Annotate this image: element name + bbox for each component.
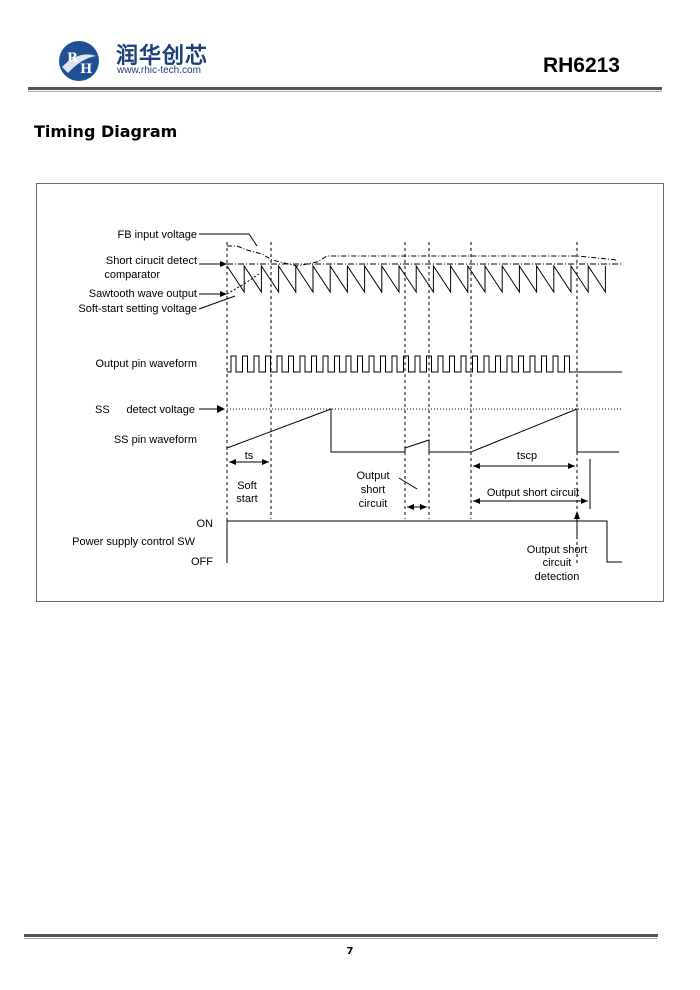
osc-long-arrow-right <box>581 498 588 504</box>
footer-rule <box>24 934 658 937</box>
company-logo: R H <box>59 41 99 81</box>
ss-detect-leader-arrow <box>217 405 225 413</box>
label-tscp: tscp <box>517 450 537 462</box>
label-off: OFF <box>191 556 213 568</box>
label-osc-2: short <box>361 484 385 496</box>
ts-arrow-left <box>229 459 236 465</box>
label-det-3: detection <box>535 571 580 583</box>
label-on: ON <box>197 518 214 530</box>
label-soft-1: Soft <box>237 480 257 492</box>
osc-long-arrow-left <box>473 498 480 504</box>
label-soft-2: start <box>236 493 257 505</box>
logo-letter-h: H <box>80 62 92 77</box>
page-number: 7 <box>346 946 354 957</box>
detection-arrow <box>574 511 580 519</box>
softstart-leader <box>198 295 236 310</box>
softstart-trace <box>226 273 260 295</box>
label-short-det-1: Short cirucit detect <box>106 255 197 267</box>
label-short-det-2: comparator <box>104 269 160 281</box>
osc-leader <box>398 477 418 490</box>
ts-arrow-right <box>262 459 269 465</box>
sawtooth-trace <box>226 264 606 294</box>
timing-diagram-figure: FB input voltage Short cirucit detect co… <box>36 183 664 602</box>
sawtooth-leader-arrow <box>220 291 227 297</box>
label-osc-1: Output <box>356 470 389 482</box>
fb-leader-2 <box>248 233 258 247</box>
output-pin-trace <box>227 355 622 373</box>
osc-short-arrow-left <box>407 504 414 510</box>
osc-short-arrow-right <box>420 504 427 510</box>
brand-url: www.rhic-tech.com <box>117 65 201 76</box>
label-power-sw: Power supply control SW <box>72 536 195 548</box>
footer-rule-thin <box>24 938 658 939</box>
label-ss-pin: SS pin waveform <box>114 434 197 446</box>
comparator-leader-arrow <box>220 261 227 267</box>
logo-letter-r: R <box>67 51 78 66</box>
label-output-pin: Output pin waveform <box>96 358 198 370</box>
header-rule <box>28 87 662 90</box>
tscp-arrow-right <box>568 463 575 469</box>
label-osc-long: Output short circuit <box>487 487 579 499</box>
section-title: Timing Diagram <box>34 122 178 141</box>
model-number: RH6213 <box>542 54 620 77</box>
label-ss-b: detect voltage <box>127 404 196 416</box>
brand-name: 润华创芯 <box>116 44 209 69</box>
label-softstart: Soft-start setting voltage <box>78 303 197 315</box>
label-osc-3: circuit <box>359 498 388 510</box>
power-sw-trace <box>226 520 622 563</box>
label-sawtooth: Sawtooth wave output <box>89 288 197 300</box>
label-det-1: Output short <box>527 544 588 556</box>
label-fb: FB input voltage <box>118 229 198 241</box>
fb-voltage-trace <box>227 245 618 267</box>
label-ts: ts <box>245 450 254 462</box>
label-ss-a: SS <box>95 404 110 416</box>
label-det-2: circuit <box>543 557 572 569</box>
ss-pin-trace <box>226 408 619 453</box>
header-rule-thin <box>28 91 662 92</box>
timing-diagram: FB input voltage Short cirucit detect co… <box>72 229 622 583</box>
tscp-arrow-left <box>473 463 480 469</box>
